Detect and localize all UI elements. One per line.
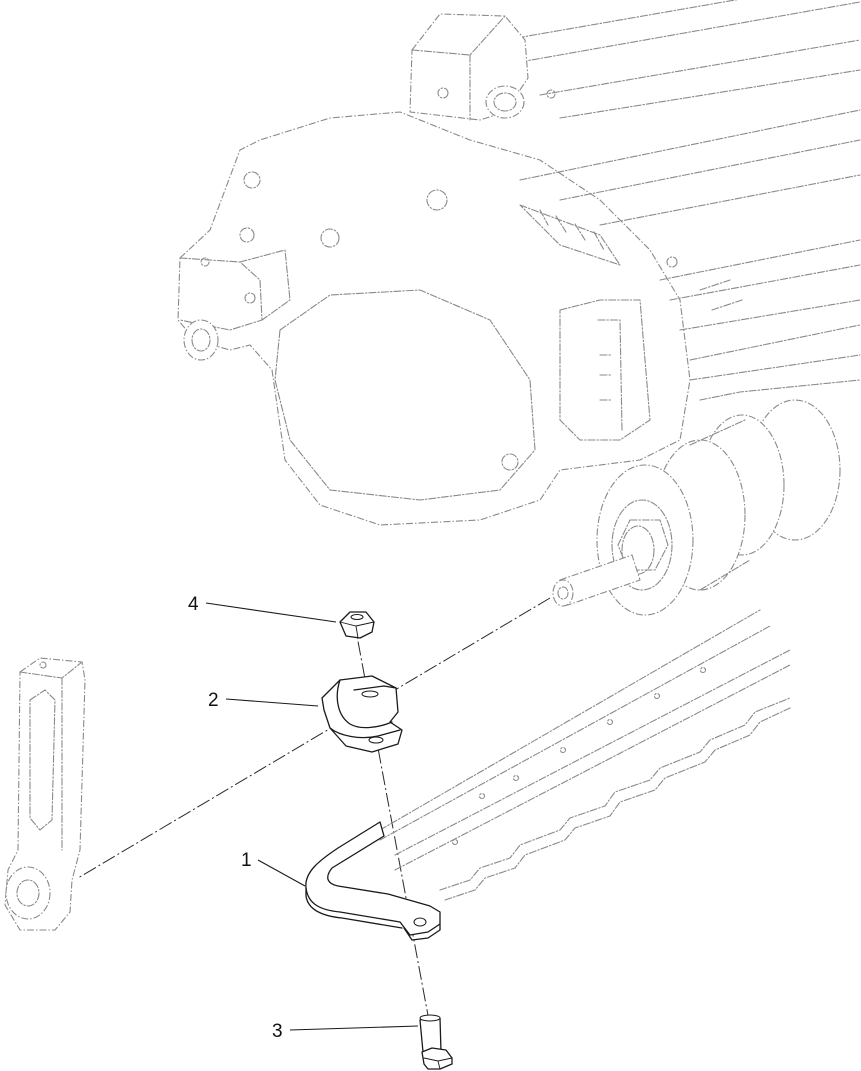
centerlines — [77, 597, 551, 1059]
callout-2: 2 — [208, 690, 319, 711]
part-3-bolt — [419, 1014, 453, 1070]
callout-label-1: 1 — [241, 850, 252, 871]
linkage-arm-phantom — [4, 657, 86, 931]
callout-label-4: 4 — [188, 594, 199, 615]
part-1-bracket — [305, 821, 441, 941]
callout-1: 1 — [241, 850, 306, 887]
part-2-clamp — [321, 675, 403, 753]
housing-phantom — [177, 0, 861, 526]
roller-phantom — [552, 399, 841, 616]
knife-rail-phantom — [379, 609, 791, 901]
callout-4: 4 — [188, 594, 337, 623]
callout-label-3: 3 — [272, 1021, 283, 1042]
callout-3: 3 — [272, 1021, 419, 1042]
callout-label-2: 2 — [208, 690, 219, 711]
part-4-nut — [339, 611, 375, 639]
